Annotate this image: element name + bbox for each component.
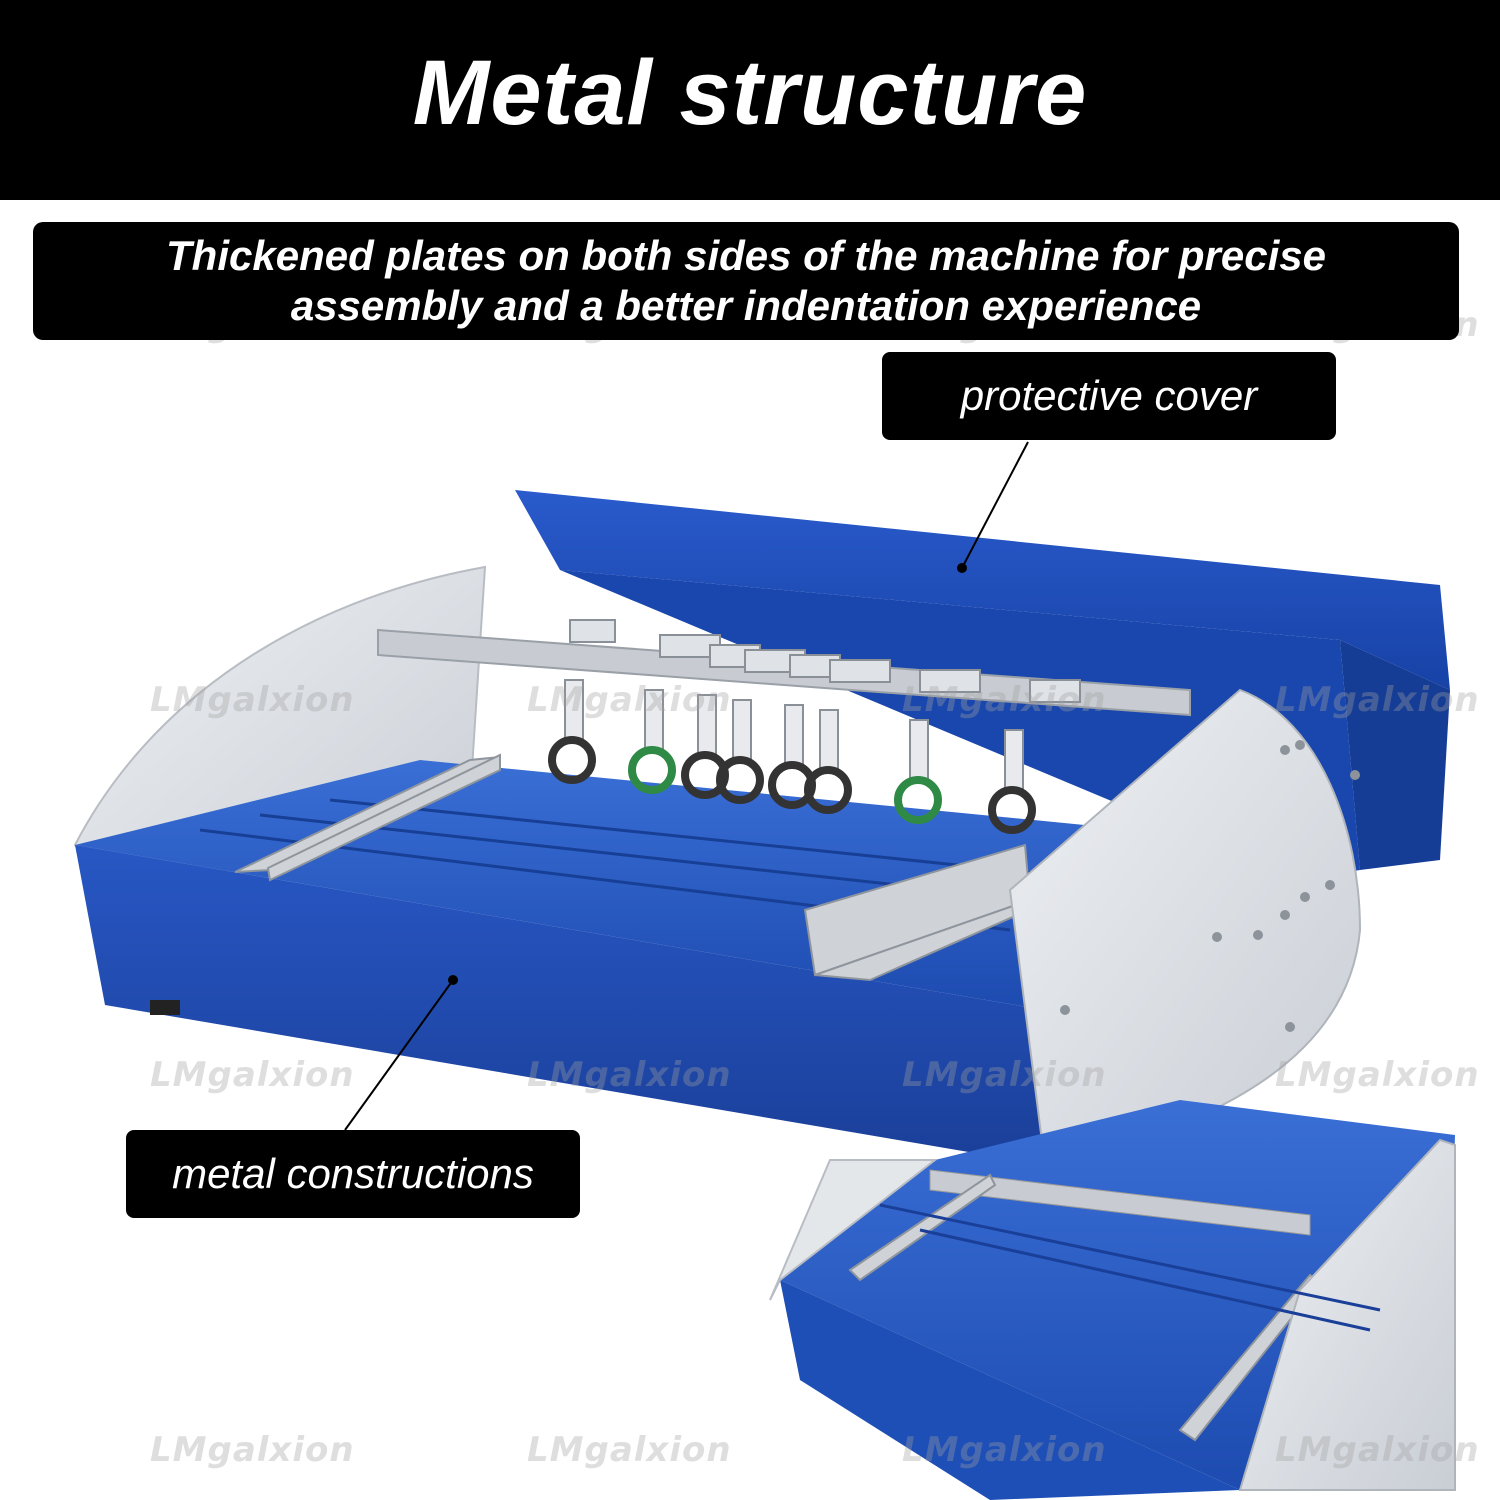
paper-guides [234,753,1043,982]
watermark: LMgalxion [1275,1055,1480,1095]
watermark: LMgalxion [1275,1430,1480,1470]
callout-metal-constructions: metal constructions [126,1130,580,1218]
watermark: LMgalxion [527,1430,732,1470]
inset-machine-view [769,1100,1456,1500]
watermark: LMgalxion [1275,680,1480,720]
page-title: Metal structure [412,41,1088,144]
feature-description-line-2: assembly and a better indentation experi… [290,282,1202,329]
callout-protective-cover: protective cover [882,352,1336,440]
watermark: LMgalxion [527,1055,732,1095]
watermark: LMgalxion [150,1055,355,1095]
creasing-rail [377,619,1191,834]
watermark: LMgalxion [902,1055,1107,1095]
feature-description: Thickened plates on both sides of the ma… [33,222,1459,340]
watermark: LMgalxion [902,1430,1107,1470]
watermark: LMgalxion [902,680,1107,720]
watermark: LMgalxion [150,680,355,720]
callout-pointers [344,441,1029,1131]
watermark: LMgalxion [527,680,732,720]
feature-description-line-1: Thickened plates on both sides of the ma… [166,232,1326,279]
header-banner: Metal structure [0,0,1500,200]
watermark: LMgalxion [150,1430,355,1470]
